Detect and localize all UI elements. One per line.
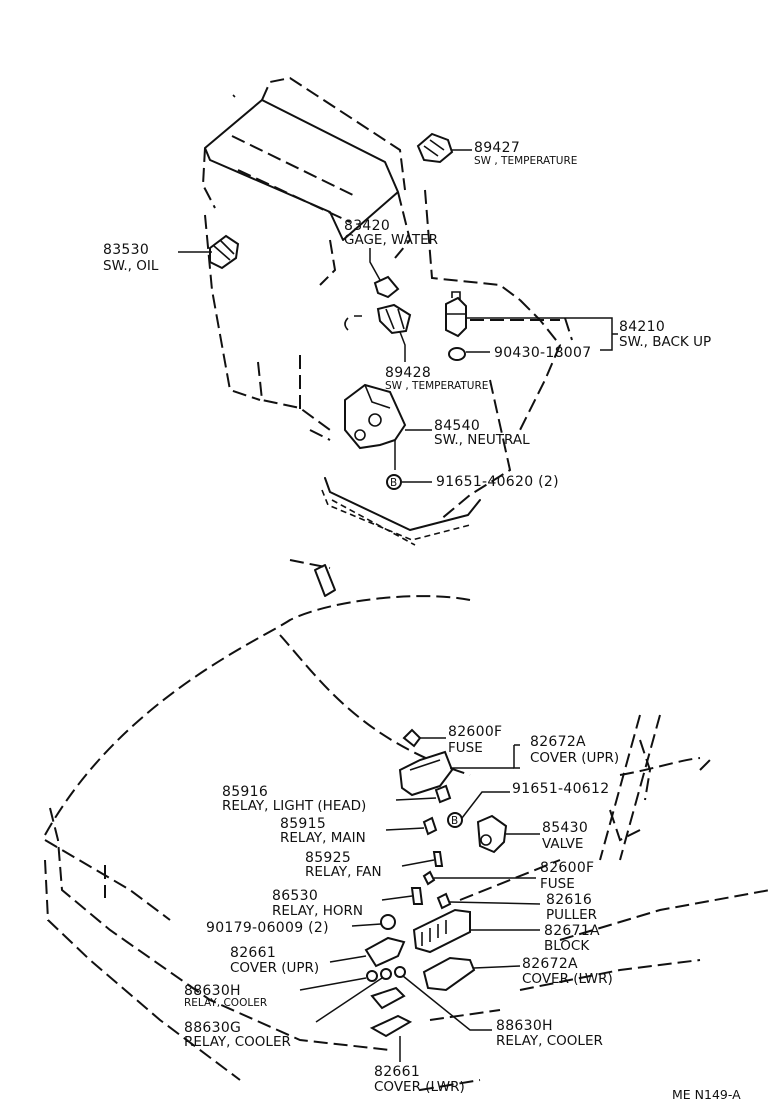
label-88630g-number: 88630G bbox=[184, 1020, 241, 1036]
label-90179-number: 90179-06009 (2) bbox=[206, 920, 329, 936]
part-82672a-cover-lwr-shape bbox=[422, 956, 476, 992]
label-85916-name: RELAY, LIGHT (HEAD) bbox=[222, 798, 366, 814]
part-82672a-cover-upr-shape bbox=[398, 750, 454, 797]
label-82600f-low-name: FUSE bbox=[540, 876, 575, 892]
label-82672a-lwr-number: 82672A bbox=[522, 956, 578, 972]
label-88630g-name: RELAY, COOLER bbox=[184, 1034, 291, 1050]
part-86530-shape bbox=[410, 887, 424, 905]
label-84210-name: SW., BACK UP bbox=[619, 334, 711, 350]
label-83530-name: SW., OIL bbox=[103, 258, 159, 274]
label-91651b-number: 91651-40612 bbox=[512, 781, 609, 797]
label-89428-number: 89428 bbox=[385, 365, 431, 381]
label-85915-name: RELAY, MAIN bbox=[280, 830, 366, 846]
label-82616-number: 82616 bbox=[546, 892, 592, 908]
label-82661-upr-name: COVER (UPR) bbox=[230, 960, 319, 976]
label-82661-lwr-name: COVER (LWR) bbox=[374, 1079, 465, 1095]
engine-outline bbox=[201, 76, 573, 546]
part-85925-shape bbox=[432, 851, 444, 867]
label-82616-name: PULLER bbox=[546, 907, 597, 923]
label-82671a-name: BLOCK bbox=[544, 938, 590, 954]
label-85915-number: 85915 bbox=[280, 816, 326, 832]
engine-leader-lines bbox=[178, 149, 618, 483]
part-90179-shape bbox=[380, 914, 396, 930]
label-85925-number: 85925 bbox=[305, 850, 351, 866]
part-82600f-fuse-top-shape bbox=[402, 728, 422, 748]
part-82661-cover-upr-shape bbox=[364, 936, 406, 968]
part-83530-shape bbox=[209, 234, 240, 270]
part-84210-shape bbox=[445, 291, 467, 338]
label-88630h-left-name: RELAY, COOLER bbox=[184, 997, 267, 1009]
label-83530-number: 83530 bbox=[103, 242, 149, 258]
part-82616-puller-shape bbox=[436, 892, 452, 910]
label-82672a-lwr-name: COVER (LWR) bbox=[522, 971, 613, 987]
body-leader-lines bbox=[299, 737, 541, 1062]
label-82672a-upr-name: COVER (UPR) bbox=[530, 750, 619, 766]
label-86530-number: 86530 bbox=[272, 888, 318, 904]
label-89427-number: 89427 bbox=[474, 140, 520, 156]
vehicle-body-outline bbox=[44, 559, 771, 1091]
label-85916-number: 85916 bbox=[222, 784, 268, 800]
label-91651a-number: 91651-40620 (2) bbox=[436, 474, 559, 490]
part-85916-shape bbox=[434, 784, 452, 804]
part-83420-shape bbox=[373, 275, 400, 299]
label-82661-upr-number: 82661 bbox=[230, 945, 276, 961]
label-82600f-top-name: FUSE bbox=[448, 740, 483, 756]
part-85430-valve-shape bbox=[476, 814, 508, 854]
part-88630-relays-shape bbox=[366, 966, 406, 982]
label-83420-number: 83420 bbox=[344, 218, 390, 234]
part-84540-shape bbox=[344, 383, 407, 450]
label-84210-number: 84210 bbox=[619, 319, 665, 335]
part-85915-shape bbox=[422, 816, 438, 836]
diagram-reference-code: ME N149-A bbox=[672, 1087, 741, 1102]
part-89427-shape bbox=[416, 132, 454, 164]
marker-b-relay: B bbox=[447, 812, 463, 828]
label-88630h-left-number: 88630H bbox=[184, 983, 241, 999]
label-85430-number: 85430 bbox=[542, 820, 588, 836]
marker-b2-label: B bbox=[451, 815, 458, 827]
label-89428-name: SW , TEMPERATURE bbox=[385, 380, 488, 392]
marker-b-engine: B bbox=[386, 474, 402, 490]
part-82600f-fuse-low-shape bbox=[422, 870, 436, 886]
marker-b-label: B bbox=[390, 477, 397, 489]
label-82600f-low-number: 82600F bbox=[540, 860, 594, 876]
part-89428-shape bbox=[376, 303, 412, 335]
label-82661-lwr-number: 82661 bbox=[374, 1064, 420, 1080]
part-90430-washer bbox=[448, 347, 466, 361]
label-82671a-number: 82671A bbox=[544, 923, 600, 939]
label-84540-number: 84540 bbox=[434, 418, 480, 434]
part-82671a-block-shape bbox=[412, 908, 471, 954]
label-85925-name: RELAY, FAN bbox=[305, 864, 382, 880]
label-82600f-top-number: 82600F bbox=[448, 724, 502, 740]
label-83420-name: GAGE, WATER bbox=[344, 232, 438, 248]
label-86530-name: RELAY, HORN bbox=[272, 903, 363, 919]
label-85430-name: VALVE bbox=[542, 836, 583, 852]
part-cooler-brackets-shape bbox=[369, 986, 413, 1038]
label-88630h-right-number: 88630H bbox=[496, 1018, 553, 1034]
label-89427-name: SW , TEMPERATURE bbox=[474, 155, 577, 167]
label-88630h-right-name: RELAY, COOLER bbox=[496, 1033, 603, 1049]
label-84540-name: SW., NEUTRAL bbox=[434, 432, 530, 448]
label-90430-number: 90430-18007 bbox=[494, 345, 591, 361]
label-82672a-upr-number: 82672A bbox=[530, 734, 586, 750]
